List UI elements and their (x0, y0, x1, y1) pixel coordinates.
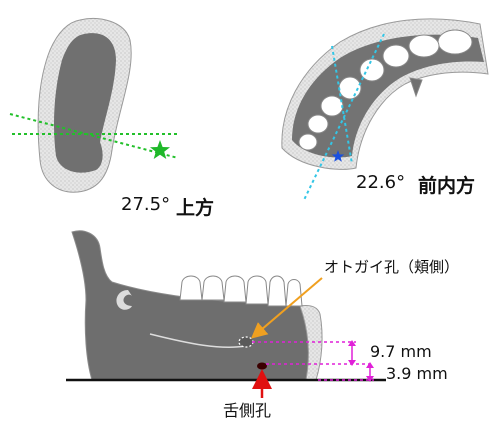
dimension-arrow (348, 360, 356, 366)
anteromedial-angle-label: 22.6° (356, 172, 405, 193)
dimension-arrow (348, 340, 356, 346)
tooth (383, 45, 409, 67)
tooth (321, 96, 343, 116)
tooth (308, 115, 328, 133)
tooth (246, 276, 268, 304)
cross-section-view (10, 18, 178, 192)
measurement-9-7-label: 9.7 mm (370, 342, 432, 361)
anteromedial-direction-label: 前内方 (418, 171, 475, 198)
tooth (438, 30, 472, 54)
genial-tubercle (410, 78, 422, 96)
measurement-3-9-label: 3.9 mm (386, 364, 448, 383)
mental-foramen (239, 337, 253, 347)
mental-foramen-label: オトガイ孔（頬側） (324, 256, 459, 277)
tooth (409, 35, 439, 57)
dimension-arrow (366, 362, 374, 368)
upward-direction-label: 上方 (176, 193, 214, 220)
tooth (180, 276, 202, 300)
lingual-foramen-label: 舌側孔 (223, 397, 271, 421)
tooth (224, 276, 246, 302)
tooth (299, 134, 317, 150)
upward-angle-label: 27.5° (121, 194, 170, 215)
tooth (202, 276, 224, 300)
lingual-foramen (257, 363, 267, 370)
tooth (268, 276, 286, 306)
